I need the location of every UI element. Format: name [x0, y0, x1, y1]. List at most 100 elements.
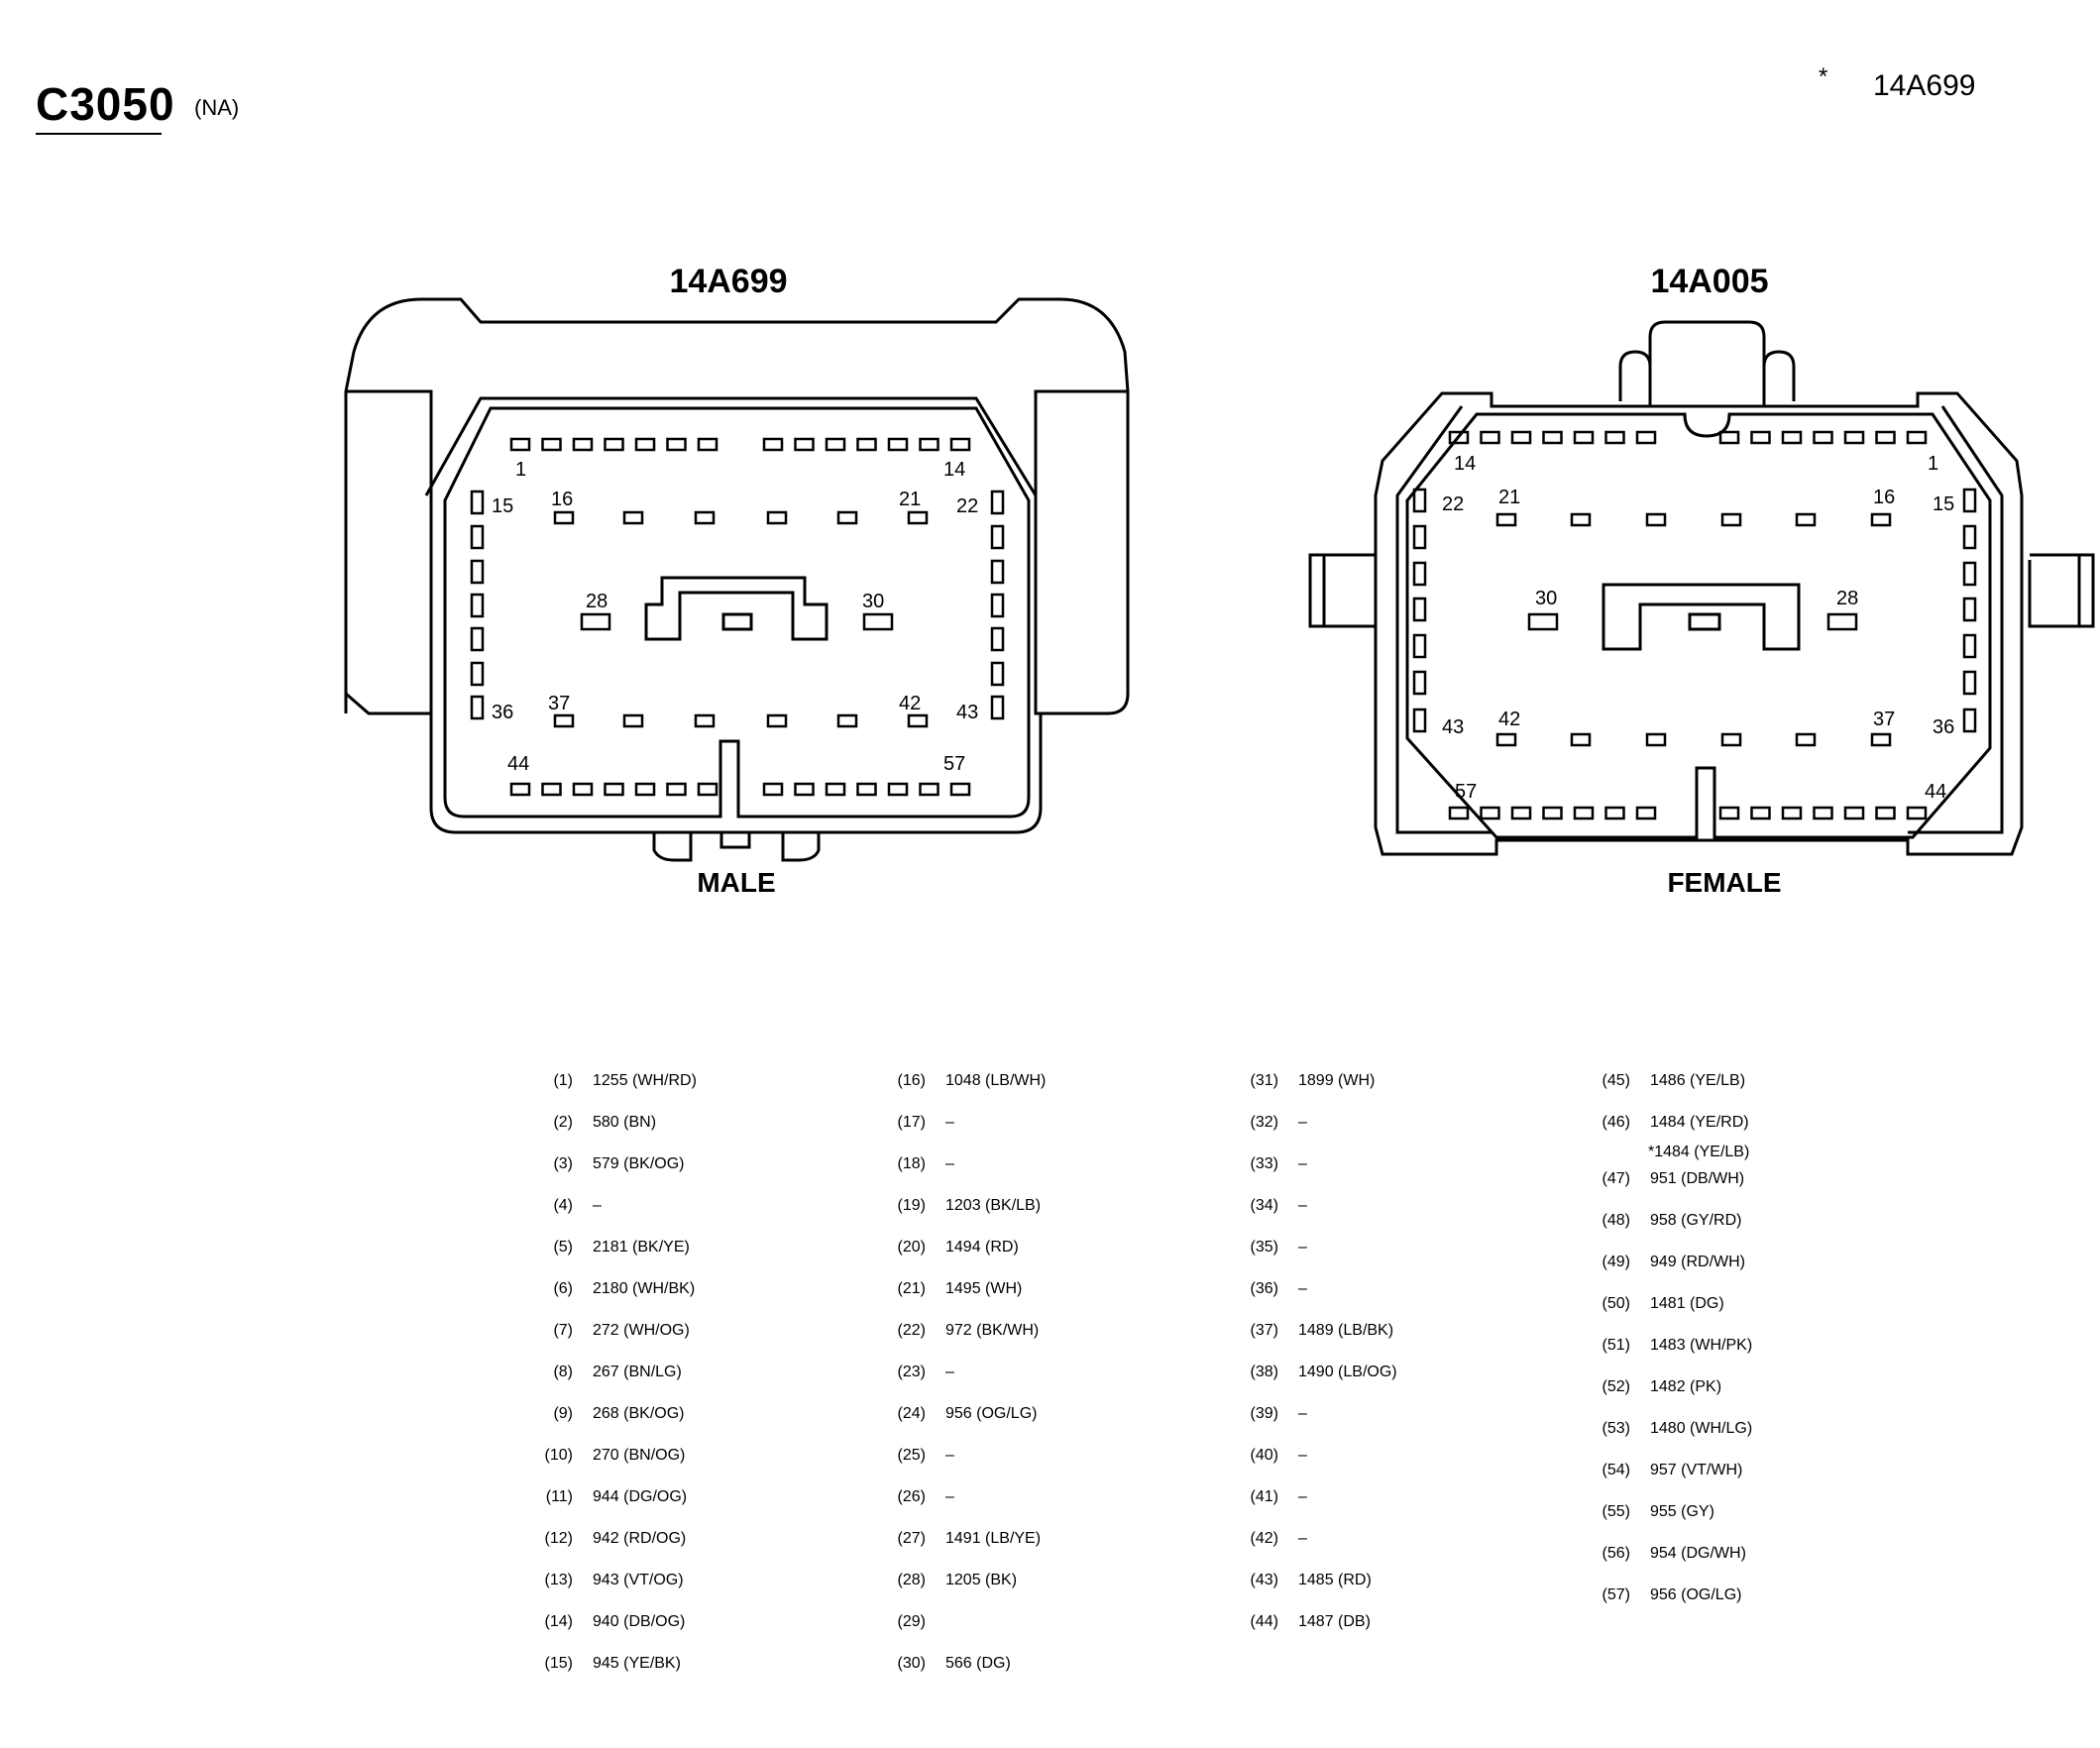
male-pin-bottom: [762, 782, 784, 797]
male-label-21: 21: [899, 489, 921, 510]
female-top-latch-left: [1618, 350, 1652, 406]
male-outer-housing: [344, 297, 1130, 715]
wire-circuit: 957 (VT/WH): [1650, 1462, 1743, 1478]
wire-circuit: 272 (WH/OG): [593, 1322, 690, 1339]
reference-part: * 14A699: [1819, 63, 1976, 103]
pin-number: (21): [897, 1280, 926, 1297]
male-pin-top: [634, 437, 656, 452]
wire-circuit: –: [1298, 1530, 1307, 1547]
wire-circuit: 944 (DG/OG): [593, 1488, 688, 1505]
reference-part-number: 14A699: [1873, 69, 1976, 102]
male-pin-upper: [766, 510, 788, 525]
male-label-28: 28: [586, 591, 608, 612]
female-label-1: 1: [1928, 453, 1938, 475]
wire-circuit: 1480 (WH/LG): [1650, 1420, 1753, 1437]
male-label-44: 44: [507, 753, 529, 775]
female-pin-bottom: [1906, 806, 1928, 820]
male-pin-right: [990, 661, 1005, 687]
wire-circuit: 268 (BK/OG): [593, 1405, 685, 1422]
male-pin-bottom: [887, 782, 909, 797]
pin-number: (44): [1250, 1613, 1278, 1630]
male-pin-upper: [622, 510, 644, 525]
wire-circuit: 943 (VT/OG): [593, 1572, 684, 1588]
male-pin-bottom: [856, 782, 877, 797]
female-pin-top: [1604, 430, 1625, 445]
market-note: (NA): [194, 95, 240, 120]
male-label-36: 36: [492, 702, 513, 723]
female-pin-left: [1412, 633, 1427, 659]
female-connector-drawing: [1308, 320, 2095, 856]
pin-number: (34): [1250, 1197, 1278, 1214]
wire-circuit: 949 (RD/WH): [1650, 1254, 1746, 1270]
female-pin-top: [1480, 430, 1500, 445]
male-pin-bottom: [949, 782, 971, 797]
male-pin-right: [990, 695, 1005, 720]
pin-number: (12): [544, 1530, 573, 1547]
female-pin-upper: [1495, 512, 1517, 527]
female-top-latch-body: [1648, 320, 1766, 406]
male-pin-bottom: [919, 782, 939, 797]
male-part-number: 14A699: [669, 263, 787, 300]
pin-number: (49): [1602, 1254, 1630, 1270]
pin-number: (42): [1250, 1530, 1278, 1547]
female-label-57: 57: [1455, 781, 1477, 803]
male-bottom-key: [719, 830, 751, 849]
pin-number: (17): [897, 1114, 926, 1131]
male-pin-top: [541, 437, 562, 452]
pin-number: (52): [1602, 1378, 1630, 1395]
male-pin-top: [794, 437, 815, 452]
male-pin-bottom: [697, 782, 718, 797]
wire-circuit: 1487 (DB): [1298, 1613, 1371, 1630]
wire-circuit: –: [945, 1114, 954, 1131]
wire-circuit: –: [945, 1488, 954, 1505]
female-pin-bottom: [1604, 806, 1625, 820]
wire-circuit: 1489 (LB/BK): [1298, 1322, 1394, 1339]
female-pin-top: [1813, 430, 1833, 445]
male-pin-bottom: [572, 782, 594, 797]
female-pin-lower: [1570, 732, 1592, 747]
female-pin-upper: [1720, 512, 1742, 527]
female-pin-left: [1412, 561, 1427, 587]
male-label-15: 15: [492, 495, 513, 517]
female-pin-bottom: [1718, 806, 1740, 820]
male-label-14: 14: [943, 459, 965, 481]
female-pin-top: [1635, 430, 1657, 445]
female-gender-label: FEMALE: [1667, 867, 1781, 898]
female-pin-upper: [1645, 512, 1667, 527]
wire-circuit: 955 (GY): [1650, 1503, 1714, 1520]
pin-number: (37): [1250, 1322, 1278, 1339]
wire-circuit: –: [1298, 1405, 1307, 1422]
wire-circuit: 1483 (WH/PK): [1650, 1337, 1753, 1354]
pin-number: (25): [897, 1447, 926, 1464]
male-pin-upper: [907, 510, 929, 525]
female-inner-frame-right: [1908, 405, 2004, 834]
female-pin-bottom: [1750, 806, 1771, 820]
female-label-15: 15: [1933, 493, 1954, 515]
female-pin-bottom: [1781, 806, 1803, 820]
wire-circuit: 958 (GY/RD): [1650, 1212, 1742, 1229]
wire-circuit-alt: *1484 (YE/LB): [1648, 1144, 1750, 1160]
pin-number: (5): [553, 1239, 573, 1256]
female-pin-left: [1412, 524, 1427, 550]
female-pin-bottom: [1480, 806, 1500, 820]
wire-circuit: 1490 (LB/OG): [1298, 1364, 1397, 1380]
wire-circuit: 1255 (WH/RD): [593, 1072, 697, 1089]
connector-diagrams: 14A699 MALE 1 14 15 16 21 22 28 30 36 37…: [344, 263, 2095, 898]
pin-number: (50): [1602, 1295, 1630, 1312]
male-pin-lower: [553, 713, 575, 728]
wire-circuit: 956 (OG/LG): [1650, 1586, 1742, 1603]
female-pin-top: [1542, 430, 1563, 445]
female-pin-left: [1412, 670, 1427, 696]
male-label-30: 30: [862, 591, 884, 612]
male-pin-top: [949, 437, 971, 452]
wire-circuit: 580 (BN): [593, 1114, 657, 1131]
female-pin-bottom: [1510, 806, 1532, 820]
female-pin-bottom: [1448, 806, 1470, 820]
pin-number: (11): [545, 1488, 573, 1505]
wire-circuit: 1485 (RD): [1298, 1572, 1372, 1588]
male-pin-bottom: [634, 782, 656, 797]
wire-circuit: –: [1298, 1488, 1307, 1505]
female-pin-upper: [1795, 512, 1817, 527]
male-pin-center: [580, 612, 611, 631]
pin-number: (54): [1602, 1462, 1630, 1478]
